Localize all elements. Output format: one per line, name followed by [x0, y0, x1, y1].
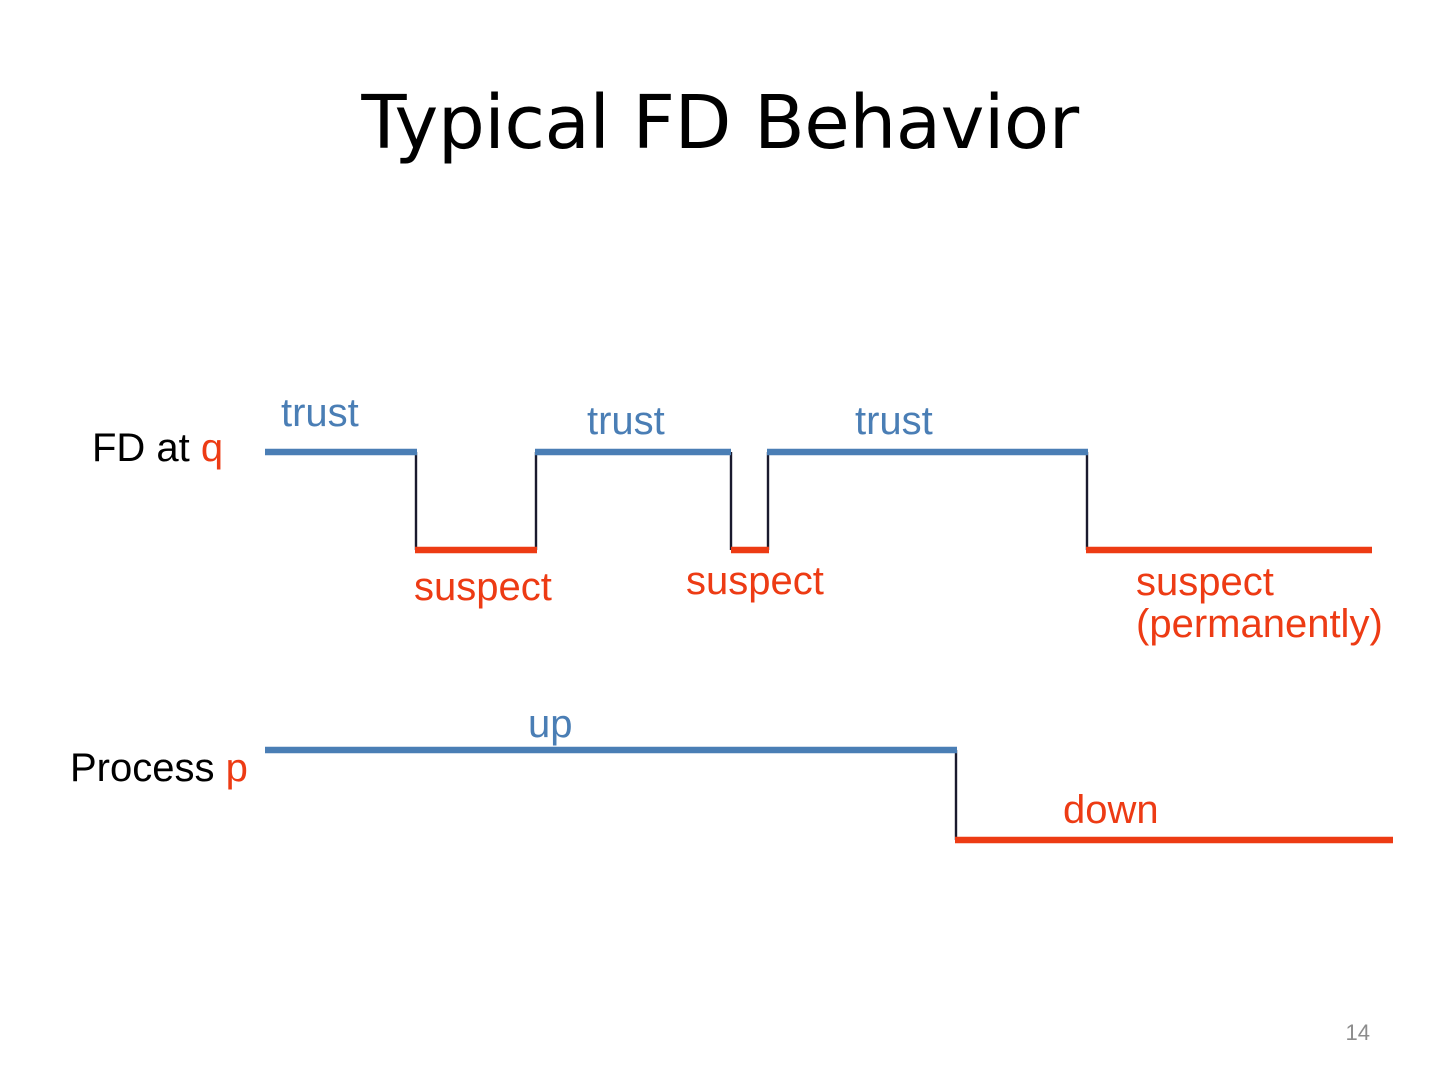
state-label-suspect-permanently: suspect (permanently): [1136, 561, 1436, 645]
state-label-trust-2: trust: [587, 399, 665, 443]
state-label-trust-3: trust: [855, 399, 933, 443]
state-label-up: up: [528, 702, 573, 746]
fd-row-label: FD at q: [92, 428, 223, 468]
fd-row-label-variable: q: [200, 426, 224, 470]
state-label-down: down: [1063, 788, 1159, 832]
fd-timeline-group: [265, 448, 1372, 554]
fd-row-label-prefix: FD at: [92, 426, 201, 470]
process-timeline-group: [265, 746, 1393, 844]
state-label-suspect-3-line1: suspect: [1136, 560, 1274, 604]
state-label-trust-1: trust: [281, 391, 359, 435]
process-row-label-variable: p: [225, 746, 248, 790]
state-label-suspect-3-line2: (permanently): [1136, 602, 1383, 646]
page-number: 14: [1345, 1020, 1370, 1045]
process-row-label: Process p: [70, 748, 248, 788]
process-row-label-prefix: Process: [70, 746, 226, 790]
page-title: Typical FD Behavior: [361, 80, 1079, 166]
state-label-suspect-1: suspect: [414, 565, 552, 609]
state-label-suspect-2: suspect: [686, 559, 824, 603]
